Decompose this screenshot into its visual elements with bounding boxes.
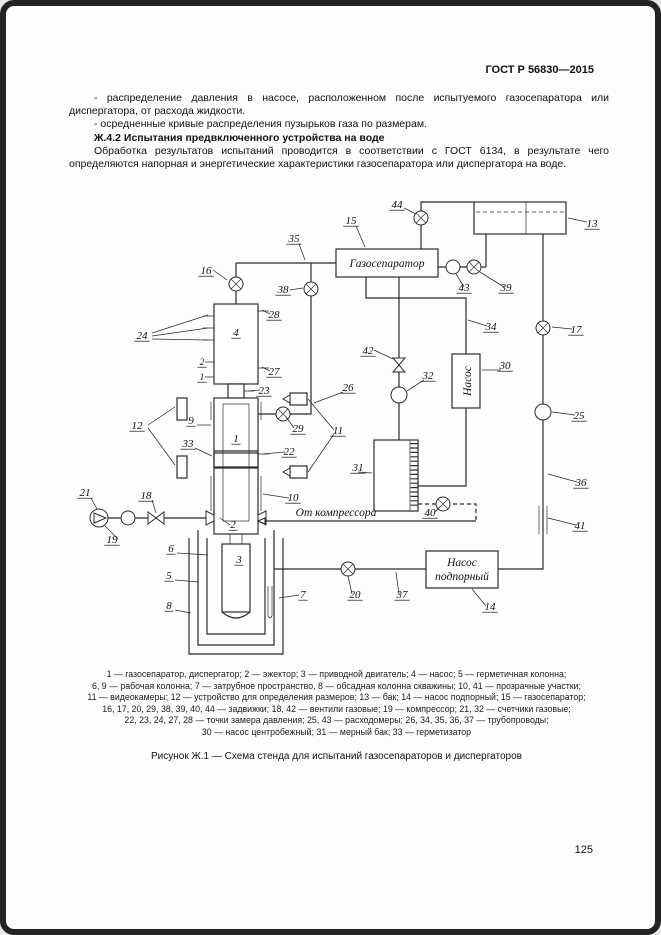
ref-number-23: 23 [259, 385, 271, 397]
ref-number-17: 17 [571, 324, 583, 336]
flow-meter-icon [534, 403, 552, 421]
ref-number-43: 43 [459, 282, 471, 294]
ref-number-27: 27 [269, 366, 281, 378]
legend-line: 30 — насос центробежный; 31 — мерный бак… [201, 726, 472, 737]
ref-number-22: 22 [284, 446, 296, 458]
section-heading: Ж.4.2 Испытания предвключенного устройст… [94, 131, 385, 144]
ref-number-9: 9 [188, 415, 194, 427]
sizing-device [176, 397, 188, 479]
schematic-diagram: Газосепаратор Насос Насос подпорный [77, 199, 600, 655]
legend-line: 16, 17, 20, 29, 38, 39, 40, 44 — задвижк… [102, 703, 571, 714]
ref-number-16: 16 [201, 265, 213, 277]
legend-line: 1 — газосепаратор, диспергатор; 2 — эжек… [106, 669, 567, 679]
ref-number-3: 3 [235, 554, 242, 566]
ref-number-40: 40 [425, 507, 437, 519]
gas-counter-icon [390, 386, 408, 404]
video-camera-icon [281, 392, 308, 406]
gate-valve-icon [228, 276, 244, 292]
ref-number-37: 37 [396, 589, 409, 601]
tank [473, 201, 567, 235]
bullet-item: - осредненные кривые распределения пузыр… [94, 118, 427, 131]
ref-number-18: 18 [141, 490, 153, 502]
ref-number-30: 30 [499, 360, 512, 372]
well-casing [188, 530, 284, 655]
booster-pump-label-1: Насос [446, 557, 477, 569]
ref-number-39: 39 [500, 282, 513, 294]
gas-counter-icon [120, 510, 136, 526]
ref-number-1: 1 [233, 433, 239, 445]
booster-pump-label-2: подпорный [435, 570, 489, 583]
booster-pump-box: Насос подпорный [425, 550, 499, 589]
ref-number-28: 28 [269, 309, 281, 321]
gate-valve-icon [535, 320, 551, 336]
gas-separator-box: Газосепаратор [335, 248, 439, 278]
ref-number-2: 2 [200, 358, 205, 368]
ref-number-33: 33 [182, 438, 195, 450]
figure-caption: Рисунок Ж.1 — Схема стенда для испытаний… [151, 751, 522, 762]
ref-number-7: 7 [300, 589, 306, 601]
ref-number-21: 21 [80, 487, 91, 499]
from-compressor-label: От компрессора [296, 507, 377, 519]
ref-number-20: 20 [350, 589, 362, 601]
ref-number-44: 44 [392, 199, 404, 211]
ref-number-12: 12 [132, 420, 144, 432]
ref-number-29: 29 [293, 423, 305, 435]
ref-number-25: 25 [574, 410, 586, 422]
compressor-icon [89, 508, 109, 528]
gas-valve-icon [391, 357, 407, 373]
page-number: 125 [574, 844, 593, 856]
legend-line: 11 — видеокамеры; 12 — устройство для оп… [87, 692, 586, 703]
ref-number-8: 8 [166, 600, 172, 612]
gas-valve-icon [147, 511, 165, 525]
ref-number-26: 26 [343, 382, 355, 394]
ref-number-35: 35 [288, 233, 301, 245]
flow-meter-icon [445, 259, 461, 275]
ref-number-6: 6 [168, 543, 174, 555]
ref-number-24: 24 [137, 330, 149, 342]
leader-lines [90, 207, 588, 614]
ref-number-42: 42 [363, 345, 375, 357]
ref-number-31: 31 [352, 462, 364, 474]
legend-line: 6, 9 — рабочая колонна; 7 — затрубное пр… [91, 680, 581, 691]
figure-legend: 1 — газосепаратор, диспергатор; 2 — эжек… [46, 669, 627, 739]
flow-arrow-icon [256, 517, 266, 525]
ref-number-10: 10 [288, 492, 300, 504]
gate-valve-icon [303, 281, 319, 297]
ref-number-2: 2 [230, 519, 236, 531]
video-camera-icon [281, 465, 308, 479]
ref-number-1: 1 [200, 373, 205, 383]
ref-number-5: 5 [166, 570, 172, 582]
gate-valve-icon [340, 561, 356, 577]
ref-number-32: 32 [422, 370, 435, 382]
hermetizer-band [213, 452, 259, 468]
bullet-item: - распределение давления в насосе, распо… [69, 92, 609, 118]
ref-number-4: 4 [233, 327, 239, 339]
paragraph: Обработка результатов испытаний проводит… [69, 144, 609, 171]
pump-label: Насос [462, 366, 474, 397]
gas-separator-label: Газосепаратор [349, 258, 425, 270]
body-text: - распределение давления в насосе, распо… [69, 92, 609, 171]
measuring-tank [373, 439, 419, 512]
pump-box: Насос [451, 353, 481, 409]
test-column [203, 303, 269, 535]
gate-valve-icon [413, 210, 429, 226]
ref-number-19: 19 [107, 534, 119, 546]
ref-number-38: 38 [277, 284, 290, 296]
ref-number-11: 11 [333, 425, 343, 437]
standard-code-header: ГОСТ Р 56830—2015 [485, 64, 594, 76]
ref-number-13: 13 [587, 218, 599, 230]
ref-number-14: 14 [485, 601, 497, 613]
gate-valve-icon [466, 259, 482, 275]
ref-number-34: 34 [485, 321, 498, 333]
ref-number-41: 41 [575, 520, 586, 532]
ref-number-36: 36 [575, 477, 588, 489]
drive-motor [221, 543, 251, 613]
ref-number-15: 15 [346, 215, 358, 227]
ejector-nozzle [205, 510, 215, 526]
legend-line: 22, 23, 24, 27, 28 — точки замера давлен… [124, 715, 549, 726]
gate-valve-icon [275, 406, 291, 422]
